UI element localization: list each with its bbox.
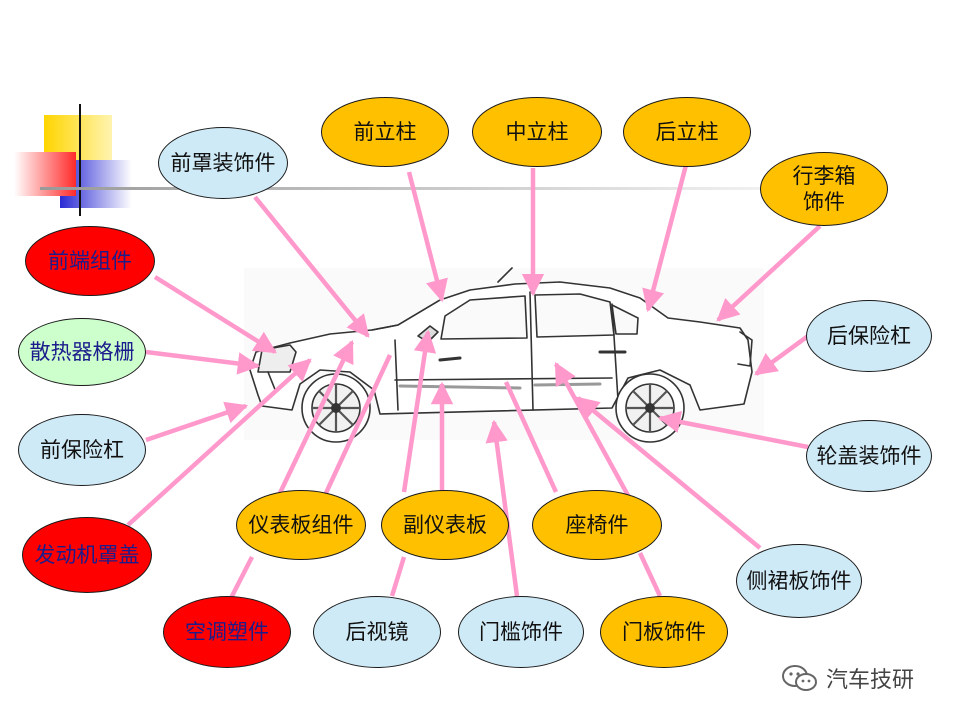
pointer-mirror <box>401 329 437 493</box>
label-wheel-cover-trim: 轮盖装饰件 <box>806 420 932 492</box>
pointer-door-panel <box>554 362 638 512</box>
pointer-rear-bumper <box>754 334 810 376</box>
label-front-bumper: 前保险杠 <box>18 414 146 486</box>
label-engine-cover: 发动机罩盖 <box>22 517 152 593</box>
pointer-door-panel-lower <box>637 552 663 597</box>
label-hood-trim: 前罩装饰件 <box>158 127 288 199</box>
pointer-grille <box>145 349 261 375</box>
label-rear-pillar: 后立柱 <box>623 97 751 167</box>
label-ac-plastic-parts: 空调塑件 <box>163 596 291 668</box>
pointer-front-pillar <box>406 171 448 303</box>
pointer-engine-cover <box>126 358 312 527</box>
watermark-text: 汽车技研 <box>826 668 915 693</box>
pointer-trunk-trim <box>716 224 822 322</box>
pointer-rear-pillar <box>642 164 689 313</box>
label-door-sill-trim: 门槛饰件 <box>458 596 584 668</box>
horizontal-rule <box>40 187 880 190</box>
pointer-instrument-panel <box>277 339 355 494</box>
label-seat-parts: 座椅件 <box>532 490 662 560</box>
label-rear-bumper: 后保险杠 <box>806 300 932 372</box>
pointer-mirror-lower <box>389 556 407 597</box>
label-radiator-grille: 散热器格栅 <box>18 318 146 386</box>
pointer-wheel-cover <box>657 410 809 450</box>
label-rear-view-mirror: 后视镜 <box>313 596 441 668</box>
pointer-door-sill <box>485 419 520 597</box>
label-front-pillar: 前立柱 <box>321 97 449 167</box>
label-door-panel-trim: 门板饰件 <box>600 596 728 668</box>
pointer-seat <box>503 381 559 493</box>
pointer-hood-trim <box>253 195 370 338</box>
pointer-ac-part <box>228 555 255 600</box>
pointer-front-end <box>153 275 277 354</box>
pointer-side-skirt <box>576 396 762 550</box>
label-instrument-panel: 仪表板组件 <box>236 490 366 560</box>
watermark: 汽车技研 <box>780 661 914 695</box>
label-center-console: 副仪表板 <box>381 490 509 560</box>
wechat-icon <box>782 665 817 691</box>
pointer-front-bumper <box>145 401 249 443</box>
label-front-end-module: 前端组件 <box>25 226 155 296</box>
label-side-skirt-trim: 侧裙板饰件 <box>736 544 862 618</box>
pointer-instrument-panel-2 <box>323 354 393 494</box>
label-center-pillar: 中立柱 <box>472 97 602 167</box>
label-trunk-trim: 行李箱饰件 <box>760 152 888 226</box>
